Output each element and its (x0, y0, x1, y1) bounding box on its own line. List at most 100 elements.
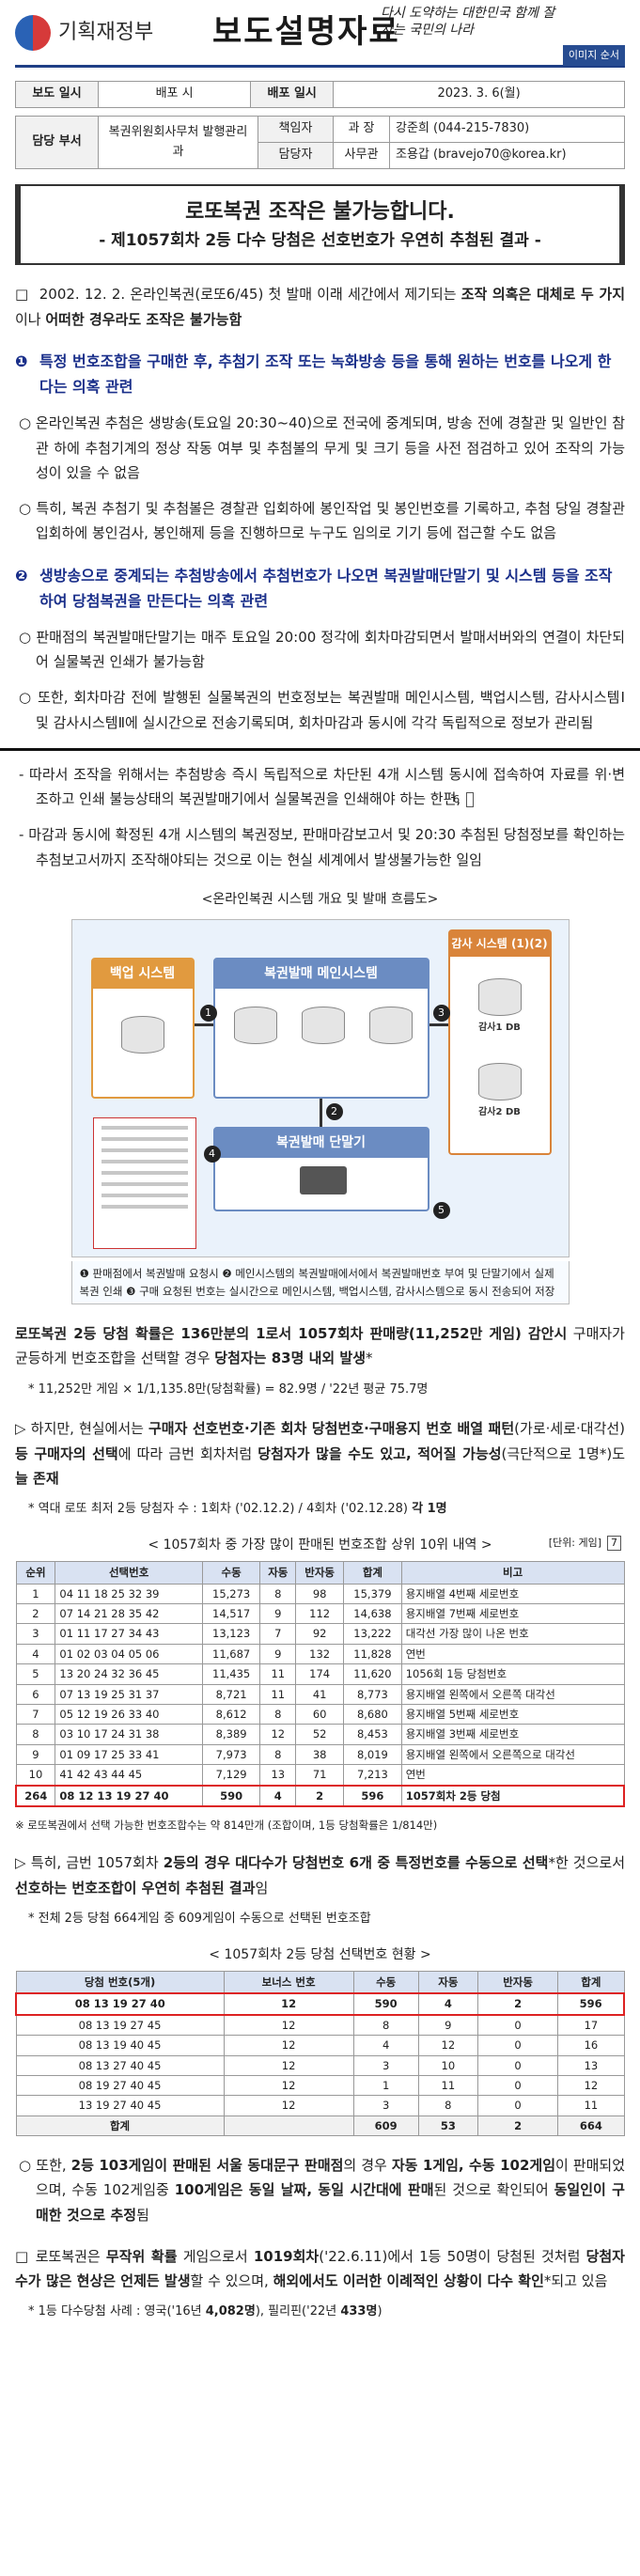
table-cell: 합계 (15, 2115, 225, 2137)
table-header-cell: 수동 (201, 1561, 261, 1585)
table-cell: 9 (15, 1743, 56, 1766)
table-cell: 8,453 (343, 1724, 402, 1745)
table-cell: 112 (295, 1603, 345, 1625)
table-cell: 8 (259, 1743, 297, 1766)
table-cell: 0 (476, 2014, 559, 2037)
table-cell: 7,213 (343, 1764, 402, 1787)
table-cell: 8 (417, 2095, 478, 2116)
diagram-caption: <온라인복권 시스템 개요 및 발매 흐름도> (201, 891, 439, 907)
table-cell: 2 (295, 1784, 345, 1807)
table-cell: 8,721 (201, 1683, 261, 1706)
release-date-label: 배포 일시 (250, 81, 335, 108)
table-cell: 15,273 (201, 1583, 261, 1605)
table-cell: 8 (352, 2014, 419, 2037)
table-cell: 7 (15, 1704, 56, 1725)
table-cell: 11,435 (201, 1663, 261, 1685)
step-3-marker: 3 (432, 1005, 450, 1023)
table-cell: 08 13 19 40 45 (15, 2035, 225, 2056)
database-icon (301, 1007, 345, 1045)
table-header-cell: 자동 (259, 1561, 297, 1585)
subheadline: - 제1057회차 2등 다수 당첨은 선호번호가 우연히 추첨된 결과 - (99, 231, 541, 251)
section-1-heading: ❶ 특정 번호조합을 구매한 후, 추첨기 조작 또는 녹화방송 등을 통해 원… (15, 349, 625, 399)
database-icon (120, 1016, 164, 1054)
table-header-cell: 보너스 번호 (223, 1971, 354, 1994)
table-cell: 04 11 18 25 32 39 (55, 1583, 203, 1605)
second-prize-paragraph: ▷ 특히, 금번 1057회차 2등의 경우 대다수가 당첨번호 6개 중 특정… (15, 1854, 626, 1897)
table-cell: 590 (352, 1992, 419, 2016)
preference-paragraph: ▷ 하지만, 현실에서는 구매자 선호번호·기존 회차 당첨번호·구매용지 번호… (15, 1420, 626, 1487)
intro-paragraph: □ 2002. 12. 2. 온라인복권(로또6/45) 첫 발매 이래 세간에… (15, 286, 625, 328)
table-cell: 01 02 03 04 05 06 (55, 1643, 203, 1665)
table-cell: 12 (223, 2035, 354, 2056)
table-cell: 596 (557, 1992, 626, 2016)
flow-arrow (319, 1099, 322, 1128)
table-cell: 4 (417, 1992, 478, 2016)
page-number-badge: 6 (453, 791, 475, 807)
section-2-number: ❷ (15, 566, 28, 585)
table-cell: 1 (352, 2074, 419, 2097)
table-cell: 174 (295, 1663, 345, 1685)
table-cell: 용지배열 왼쪽에서 오른쪽으로 대각선 (400, 1743, 625, 1766)
step-5-marker: 5 (432, 1202, 450, 1220)
table-cell: 8,389 (201, 1724, 261, 1745)
store-paragraph: ○ 또한, 2등 103게임이 판매된 서울 동대문구 판매점의 경우 자동 1… (19, 2157, 625, 2224)
table-cell: 08 13 27 40 45 (15, 2054, 225, 2077)
table-cell: 연번 (400, 1643, 625, 1665)
table-cell: 8 (15, 1724, 56, 1745)
database-icon (477, 978, 522, 1017)
lottery-ticket-image (92, 1117, 196, 1250)
table-cell: 8,680 (343, 1704, 402, 1725)
table-cell: 53 (417, 2115, 478, 2137)
table-cell: 132 (295, 1643, 345, 1665)
table-cell: 7 (259, 1623, 297, 1645)
table-cell: 11,828 (343, 1643, 402, 1665)
table-cell: 05 12 19 26 33 40 (55, 1704, 203, 1725)
table-cell: 08 19 27 40 45 (15, 2074, 225, 2097)
release-info-table: 보도 일시 배포 시 배포 일시 2023. 3. 6(월) (15, 81, 625, 108)
table-cell: 13,222 (343, 1623, 402, 1645)
report-date-label: 보도 일시 (15, 81, 99, 108)
table-cell: 13 19 27 40 45 (15, 2095, 225, 2116)
table-cell: 2 (476, 1992, 559, 2016)
table-cell: 4 (352, 2035, 419, 2056)
database-icon (477, 1063, 522, 1101)
staff-name: 조용갑 (bravejo70@korea.kr) (389, 142, 625, 169)
table-cell: 07 14 21 28 35 42 (55, 1603, 203, 1625)
table-cell: 9 (259, 1603, 297, 1625)
table-cell: 3 (15, 1623, 56, 1645)
table-header-cell: 비고 (400, 1561, 625, 1585)
table-cell: 8 (259, 1583, 297, 1605)
table-cell: 연번 (400, 1764, 625, 1787)
probability-footnote: * 11,252만 게임 × 1/1,135.8만(당첨확률) = 82.9명 … (28, 1382, 429, 1397)
table-header-cell: 반자동 (295, 1561, 345, 1585)
table-cell: 2 (15, 1603, 56, 1625)
agency-name: 기획재정부 (58, 20, 154, 44)
system-flow-diagram: 백업 시스템 복권발매 메인시스템 감사 시스템 (1)(2) 감사1 DB 감… (70, 919, 570, 1258)
table-header-cell: 선택번호 (55, 1561, 203, 1585)
table-cell: 8,773 (343, 1683, 402, 1706)
table-header-cell: 반자동 (476, 1971, 559, 1994)
main-system-node: 복권발매 메인시스템 (212, 958, 429, 1100)
table-cell: 11,687 (201, 1643, 261, 1665)
lottery-terminal-node: 복권발매 단말기 (212, 1127, 429, 1212)
backup-system-node: 백업 시스템 (90, 958, 195, 1100)
archive-tag[interactable]: 이미지 순서 (562, 45, 625, 66)
table-cell: 용지배열 7번째 세로번호 (400, 1603, 625, 1625)
table-cell: 11,620 (343, 1663, 402, 1685)
headline: 로또복권 조작은 불가능합니다. (185, 200, 455, 224)
section-2-bullet-2: ○ 또한, 회차마감 전에 발행된 실물복권의 번호정보는 복권발매 메인시스템… (19, 689, 625, 731)
table-header-cell: 수동 (352, 1971, 419, 1994)
table-cell: 용지배열 5번째 세로번호 (400, 1704, 625, 1725)
table-2-caption: < 1057회차 2등 당첨 선택번호 현황 > (209, 1946, 431, 1962)
table-1-footnote: ※ 로또복권에서 선택 가능한 번호조합수는 약 814만개 (조합이며, 1등… (15, 1818, 438, 1832)
step-2-marker: 2 (325, 1103, 343, 1121)
square-bullet-icon: □ (15, 286, 29, 304)
random-footnote: * 1등 다수당첨 사례 : 영국('16년 4,082명), 필리핀('22년… (28, 2304, 382, 2319)
table-cell: 10 (417, 2054, 478, 2077)
